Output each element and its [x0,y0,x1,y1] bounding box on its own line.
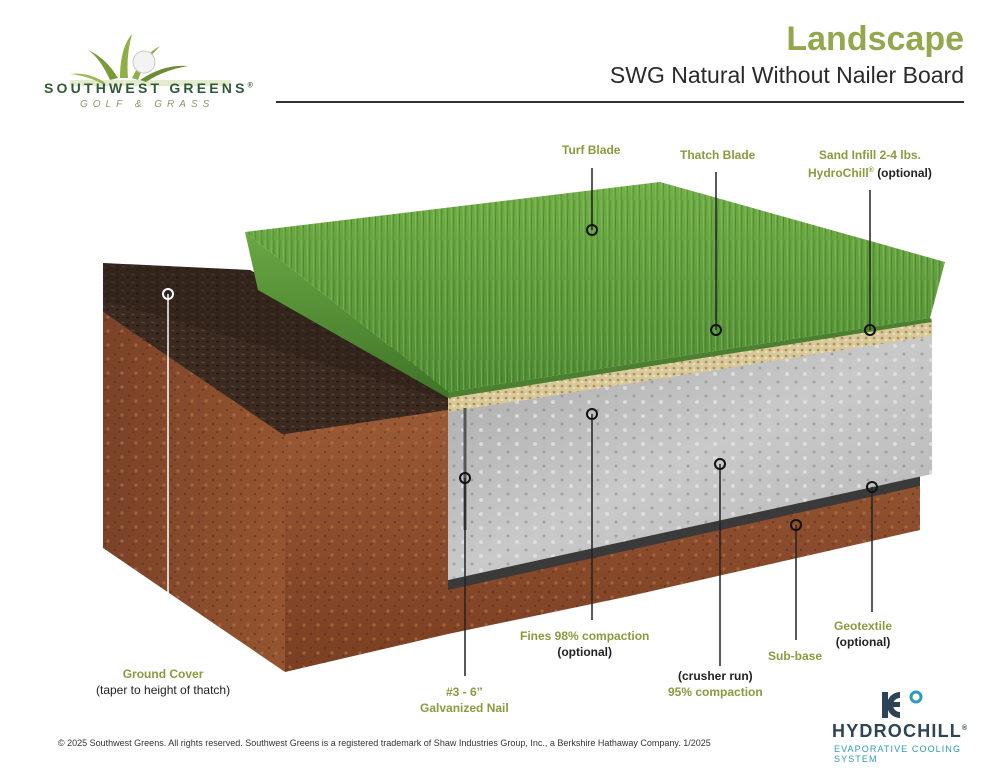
marker-geotextile [866,481,878,493]
brand-name: SOUTHWEST GREENS® [44,80,257,96]
geotextile-optional-text: (optional) [835,635,891,649]
compaction-95-text: 95% compaction [668,685,763,699]
label-sub-base: Sub-base [768,649,823,663]
hydrochill-tagline: EVAPORATIVE COOLING SYSTEM [834,744,962,764]
label-thatch-blade: Thatch Blade [680,148,756,162]
page-title: Landscape [786,20,964,58]
label-nail: #3 - 6” Galvanized Nail [420,684,509,716]
marker-nail [459,472,471,484]
marker-thatch-blade [710,324,722,336]
label-sand-infill: Sand Infill 2-4 lbs. HydroChill® (option… [808,148,932,180]
label-fines: Fines 98% compaction (optional) [520,628,649,660]
crusher-run-text: (crusher run) [678,669,753,683]
hydrochill-logo-icon [882,690,923,718]
page-subtitle: SWG Natural Without Nailer Board [609,62,964,88]
nail-type-text: Galvanized Nail [420,701,509,715]
nail-size-text: #3 - 6” [446,685,483,699]
hydrochill-brand-text: HydroChill [808,166,869,180]
ground-cover-text: Ground Cover [122,667,204,681]
sand-optional-text: (optional) [877,166,932,180]
sand-infill-text: Sand Infill 2-4 lbs. [818,148,921,162]
label-ground-cover: Ground Cover (taper to height of thatch) [96,666,230,698]
header-divider [276,101,964,103]
marker-ground-cover [162,288,174,300]
southwest-greens-logo-icon [70,34,230,86]
hydrochill-name: HYDROCHILL® [832,721,969,741]
footer-copyright: © 2025 Southwest Greens. All rights rese… [58,738,711,748]
label-turf-blade: Turf Blade [562,143,621,157]
marker-turf-blade [586,224,598,236]
marker-crusher-run [714,458,726,470]
fines-optional-text: (optional) [557,645,613,659]
ground-cover-note: (taper to height of thatch) [96,683,231,697]
marker-sand-infill [864,324,876,336]
marker-fines [586,408,598,420]
label-crusher-run: (crusher run) 95% compaction [668,668,763,700]
geotextile-text: Geotextile [834,619,893,633]
label-geotextile: Geotextile (optional) [834,618,892,650]
marker-sub-base [790,519,802,531]
fines-text: Fines 98% compaction [520,629,650,643]
brand-tagline: GOLF & GRASS [80,99,215,110]
